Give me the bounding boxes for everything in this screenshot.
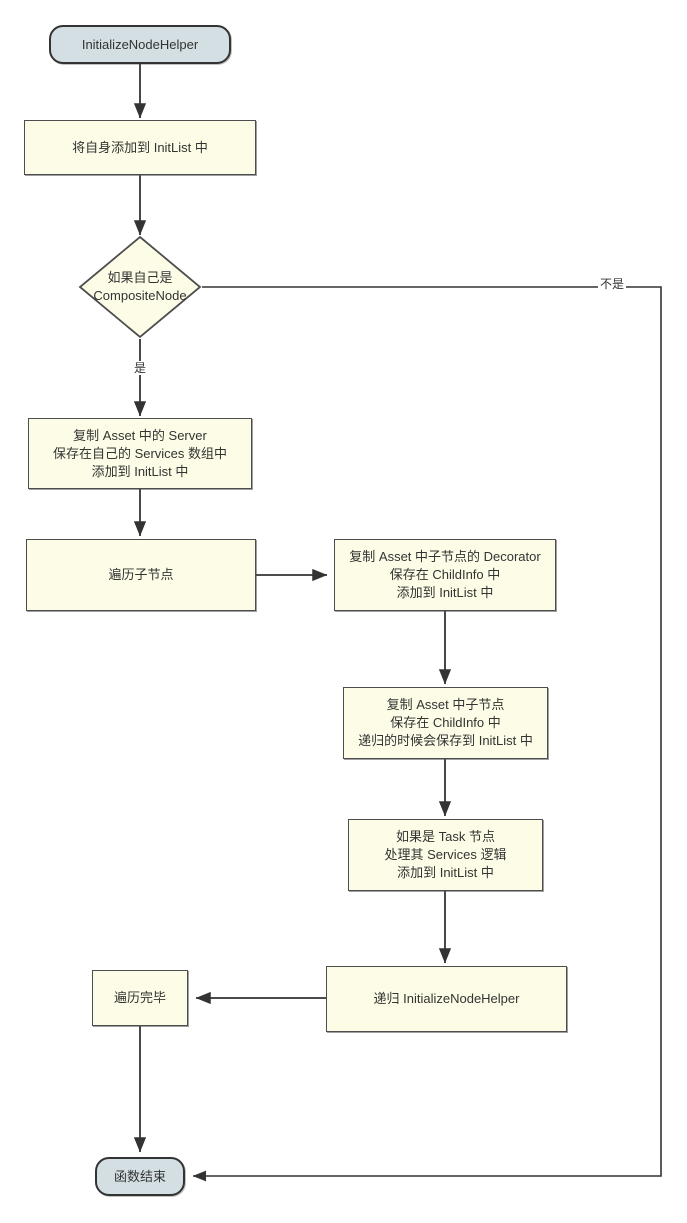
edge-label-yes: 是 (132, 361, 149, 375)
node-start[interactable]: InitializeNodeHelper (49, 25, 231, 64)
node-recurse-initializenodehelper-label: 递归 InitializeNodeHelper (373, 991, 520, 1006)
diamond-shape (78, 235, 202, 339)
node-task-services-label: 如果是 Task 节点 处理其 Services 逻辑 添加到 InitList… (384, 829, 507, 880)
node-start-label: InitializeNodeHelper (81, 36, 199, 52)
node-copy-child-decorator[interactable]: 复制 Asset 中子节点的 Decorator 保存在 ChildInfo 中… (334, 539, 556, 611)
edge-label-no: 不是 (598, 277, 627, 291)
edge-label-no-text: 不是 (600, 277, 625, 291)
edge-label-yes-text: 是 (134, 361, 147, 375)
node-copy-child-node-label: 复制 Asset 中子节点 保存在 ChildInfo 中 递归的时候会保存到 … (358, 697, 533, 748)
node-task-services[interactable]: 如果是 Task 节点 处理其 Services 逻辑 添加到 InitList… (348, 819, 543, 891)
node-copy-asset-server-label: 复制 Asset 中的 Server 保存在自己的 Services 数组中 添… (52, 427, 228, 479)
node-add-self-to-initlist-label: 将自身添加到 InitList 中 (72, 139, 208, 155)
node-iterate-done[interactable]: 遍历完毕 (92, 970, 188, 1026)
node-iterate-children-label: 遍历子节点 (108, 567, 174, 582)
node-iterate-done-label: 遍历完毕 (113, 990, 166, 1005)
node-is-composite-node-label: 如果自己是 CompositeNode (93, 270, 187, 303)
node-add-self-to-initlist[interactable]: 将自身添加到 InitList 中 (24, 120, 256, 175)
node-copy-child-node[interactable]: 复制 Asset 中子节点 保存在 ChildInfo 中 递归的时候会保存到 … (343, 687, 548, 759)
node-end[interactable]: 函数结束 (95, 1157, 185, 1196)
node-recurse-initializenodehelper[interactable]: 递归 InitializeNodeHelper (326, 966, 567, 1032)
node-iterate-children[interactable]: 遍历子节点 (26, 539, 256, 611)
node-copy-child-decorator-label: 复制 Asset 中子节点的 Decorator 保存在 ChildInfo 中… (349, 549, 541, 600)
node-end-label: 函数结束 (113, 1168, 166, 1184)
node-copy-asset-server[interactable]: 复制 Asset 中的 Server 保存在自己的 Services 数组中 添… (28, 418, 252, 489)
node-is-composite-node[interactable]: 如果自己是 CompositeNode (78, 235, 202, 339)
